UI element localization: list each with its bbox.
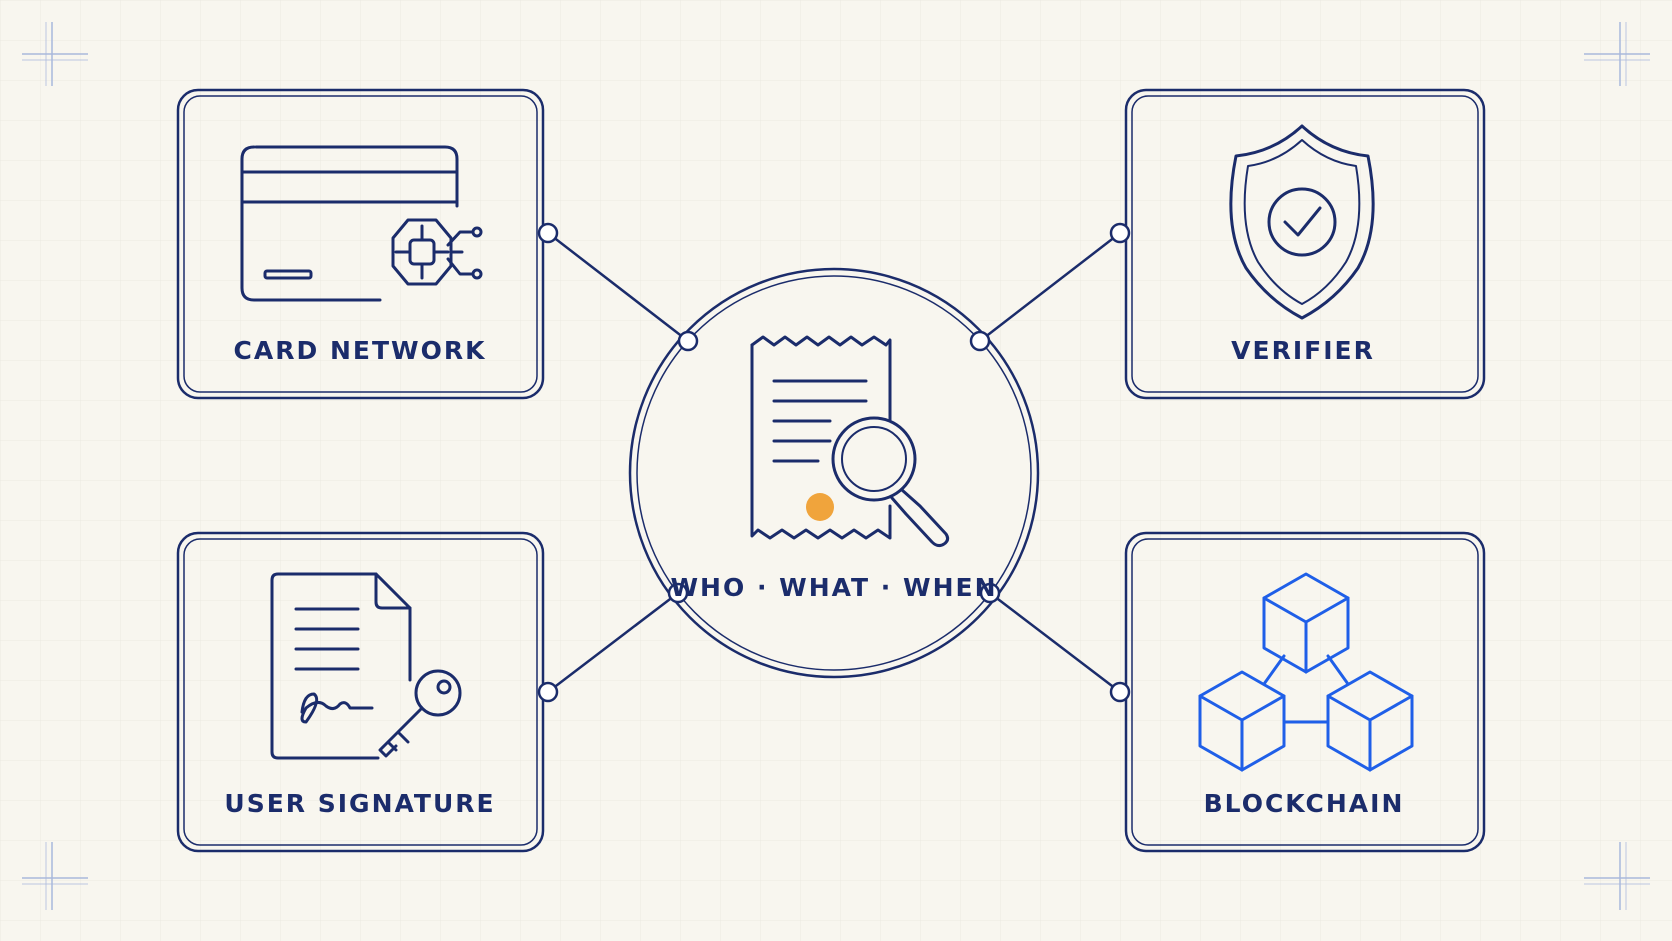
crosshair-bottom-right	[1584, 842, 1650, 910]
dot-card-network-box	[537, 222, 559, 244]
shield-check-icon	[1229, 124, 1375, 320]
corner-crosshairs	[22, 22, 1650, 910]
linked-cubes-icon	[1198, 572, 1414, 772]
hub-circle-inner	[636, 275, 1032, 671]
node-card-network-frame	[176, 88, 545, 400]
signed-document-key-icon	[270, 572, 462, 760]
connectors	[547, 232, 1121, 693]
receipt-magnifier-icon	[750, 335, 950, 548]
dot-verifier-hub	[969, 330, 991, 352]
node-blockchain-label: BLOCKCHAIN	[1204, 789, 1405, 818]
connector-user-signature	[547, 592, 679, 693]
connector-card-network	[547, 232, 689, 342]
dot-blockchain-hub	[979, 582, 1001, 604]
connector-verifier	[979, 232, 1121, 342]
dot-user-signature-hub	[667, 582, 689, 604]
credit-card-chip-icon	[240, 145, 483, 302]
receipt-seal-dot	[806, 493, 834, 521]
node-user-signature-frame-inner	[183, 538, 538, 846]
dot-verifier-box	[1109, 222, 1131, 244]
node-blockchain-frame-inner	[1131, 538, 1479, 846]
hub-label: WHO · WHAT · WHEN	[670, 573, 997, 602]
node-card-network-label: CARD NETWORK	[234, 336, 487, 365]
connector-blockchain	[989, 592, 1121, 693]
crosshair-bottom-left	[22, 842, 88, 910]
connector-dots	[537, 222, 1131, 703]
dot-user-signature-box	[537, 681, 559, 703]
node-verifier-label: VERIFIER	[1231, 336, 1375, 365]
node-verifier-frame-inner	[1131, 95, 1479, 393]
crosshair-top-right	[1584, 22, 1650, 86]
dot-blockchain-box	[1109, 681, 1131, 703]
node-verifier-frame	[1124, 88, 1486, 400]
node-verifier[interactable]	[1124, 88, 1486, 400]
node-card-network-frame-inner	[183, 95, 538, 393]
node-user-signature-label: USER SIGNATURE	[224, 789, 495, 818]
crosshair-top-left	[22, 22, 88, 86]
node-card-network[interactable]	[176, 88, 545, 400]
dot-card-network-hub	[677, 330, 699, 352]
